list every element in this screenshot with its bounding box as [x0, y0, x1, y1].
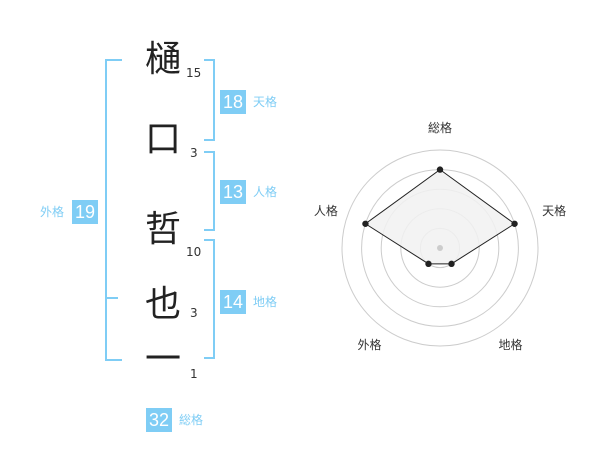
soukaku-value: 32 — [146, 408, 172, 432]
radar-point-4 — [425, 260, 432, 268]
tenkaku-value: 18 — [220, 90, 246, 114]
name-char-4: 也 — [144, 284, 181, 325]
chikaku-label: 地格 — [253, 295, 278, 309]
name-char-5: 一 — [144, 339, 181, 380]
stroke-count-1: 15 — [186, 66, 202, 80]
stroke-count-3: 10 — [186, 245, 202, 259]
gaikaku-value: 19 — [72, 200, 98, 224]
stroke-count-5: 1 — [190, 367, 198, 381]
name-char-1: 樋 — [144, 39, 181, 80]
tenkaku-bracket — [204, 59, 215, 141]
radar-axis-label-2: 天格 — [542, 203, 567, 218]
outer-bracket — [105, 59, 122, 361]
radar-center-dot — [437, 245, 443, 251]
radar-polygon — [364, 168, 516, 265]
chikaku-value: 14 — [220, 290, 246, 314]
stroke-count-2: 3 — [190, 146, 198, 160]
jinkaku-label: 人格 — [253, 185, 278, 199]
radar-point-5 — [362, 220, 369, 227]
radar-point-1 — [436, 166, 444, 173]
radar-point-3 — [448, 260, 455, 268]
jinkaku-value: 13 — [220, 180, 246, 204]
radar-axis-label-1: 総格 — [428, 121, 453, 135]
radar-axis-label-3: 地格 — [498, 338, 523, 353]
jinkaku-bracket — [204, 151, 215, 231]
name-char-3: 哲 — [144, 209, 181, 250]
name-char-2: 口 — [144, 119, 181, 160]
chikaku-bracket — [204, 239, 215, 359]
soukaku-label: 総格 — [179, 413, 204, 427]
gaikaku-label: 外格 — [40, 205, 65, 219]
tenkaku-label: 天格 — [253, 95, 278, 109]
radar-axis-label-5: 人格 — [313, 203, 338, 218]
radar-axis-label-4: 外格 — [357, 338, 382, 353]
stroke-count-4: 3 — [190, 306, 198, 320]
radar-point-2 — [511, 220, 518, 227]
